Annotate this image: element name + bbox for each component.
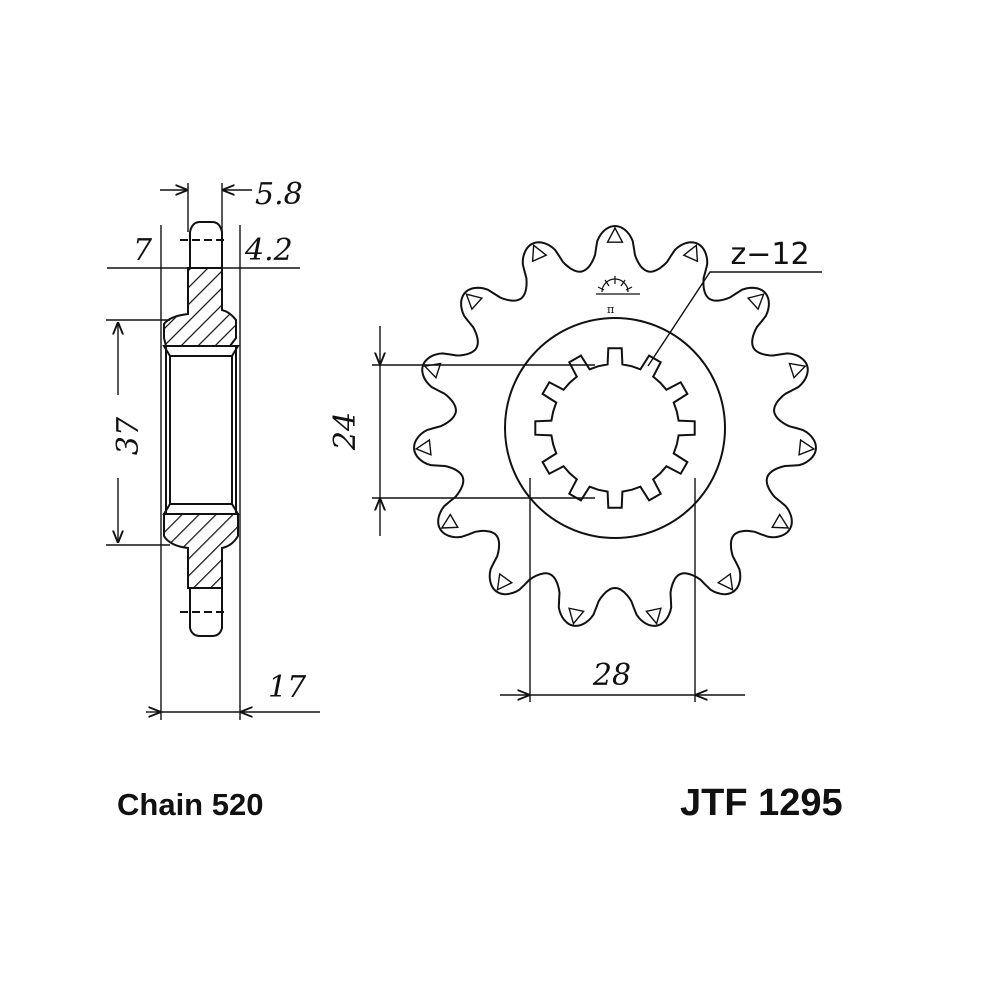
tooth-tip-mark <box>465 293 484 311</box>
tooth-tip-mark <box>496 572 514 592</box>
sprocket-outline <box>413 224 817 627</box>
tooth-tip-markers <box>414 226 816 626</box>
hub-circle <box>504 317 726 539</box>
side-view: 5.8 7 4.2 37 17 <box>106 177 320 720</box>
spline-outline <box>534 347 696 509</box>
tooth-tip-mark <box>788 362 807 379</box>
hub-bore <box>162 345 240 515</box>
tooth-tip-mark <box>798 438 816 456</box>
tooth-tip-mark <box>568 607 585 626</box>
tooth-tip-mark <box>645 607 662 626</box>
dim-tooth-width: 5.8 <box>255 177 303 212</box>
tooth-tip-mark <box>606 226 624 243</box>
tooth-tip-mark <box>531 243 548 263</box>
chain-label: Chain 520 <box>117 787 263 822</box>
dim-spline-diameter: 24 <box>328 412 363 451</box>
tooth-tip-mark <box>682 243 699 263</box>
dim-overall-width: 17 <box>268 670 307 705</box>
top-hatched-section <box>163 267 237 347</box>
top-tooth-tip <box>189 221 223 268</box>
spline-teeth-label: z−12 <box>730 237 809 272</box>
tooth-tip-mark <box>414 438 432 456</box>
part-number: JTF 1295 <box>680 782 843 824</box>
front-view: π 24 28 z−12 <box>328 224 822 702</box>
tooth-tip-mark <box>771 513 790 529</box>
tooth-tip-mark <box>716 572 734 592</box>
dim-tooth-thickness: 4.2 <box>244 233 293 268</box>
tooth-tip-mark <box>746 293 765 311</box>
dim-offset: 7 <box>133 233 153 268</box>
logo-text: π <box>607 303 614 316</box>
dim-hub-diameter: 37 <box>111 416 146 455</box>
bottom-tooth-tip <box>189 588 223 637</box>
dim-spline-across: 28 <box>592 658 631 693</box>
bottom-hatched-section <box>163 513 239 589</box>
jt-logo: π <box>596 276 640 316</box>
tooth-tip-mark <box>440 513 459 529</box>
